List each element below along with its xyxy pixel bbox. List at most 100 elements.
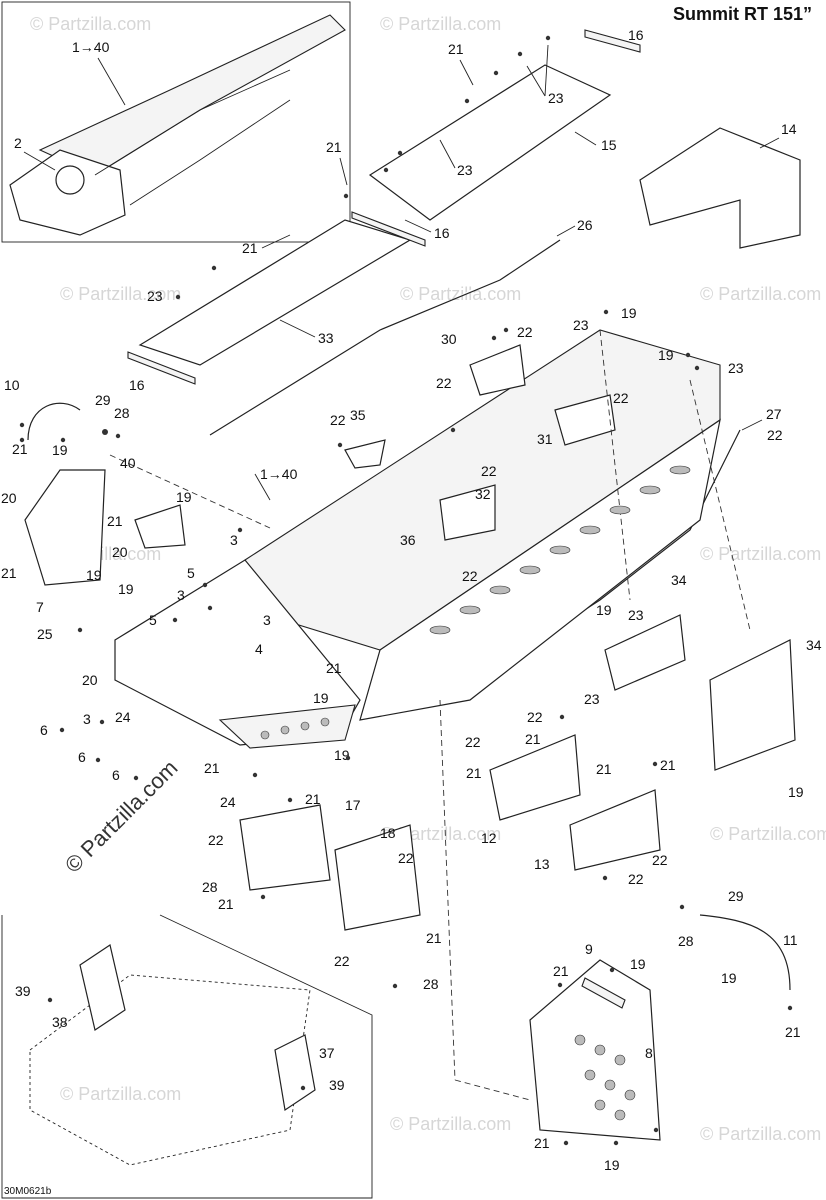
callout-label: 21 xyxy=(596,761,612,777)
callout-label: 23 xyxy=(147,288,163,304)
callout-label: 15 xyxy=(601,137,617,153)
callout-label: 25 xyxy=(37,626,53,642)
watermark-text: © Partzilla.com xyxy=(380,14,501,34)
bracket-13 xyxy=(569,789,661,871)
strip-16-low xyxy=(127,351,196,385)
callout-label: 22 xyxy=(330,412,346,428)
callout-label: 19 xyxy=(621,305,637,321)
callout-label: 21 xyxy=(326,660,342,676)
callout-label: 22 xyxy=(652,852,668,868)
callout-label: 16 xyxy=(129,377,145,393)
bracket-35 xyxy=(344,439,386,469)
strip-16-mid xyxy=(351,211,426,247)
callout-label: 34 xyxy=(671,572,687,588)
callout-label: 23 xyxy=(548,90,564,106)
callout-label: 27 xyxy=(766,406,782,422)
callout-label: 21 xyxy=(534,1135,550,1151)
callout-label: 22 xyxy=(481,463,497,479)
watermark-text: © Partzilla.com xyxy=(30,14,151,34)
watermark-text: © Partzilla.com xyxy=(390,1114,511,1134)
callout-label: 8 xyxy=(645,1045,653,1061)
handle-10 xyxy=(27,402,81,441)
frame-sketch xyxy=(29,944,316,1166)
bracket-18 xyxy=(334,824,421,931)
callout-label: 28 xyxy=(678,933,694,949)
watermark-text: © Partzilla.com xyxy=(700,544,821,564)
callout-label: 32 xyxy=(475,486,491,502)
callout-label: 39 xyxy=(15,983,31,999)
callout-label: 22 xyxy=(398,850,414,866)
callout-label: 21 xyxy=(242,240,258,256)
callout-label: 31 xyxy=(537,431,553,447)
cover-14 xyxy=(639,127,801,249)
bracket-20 xyxy=(134,504,186,549)
tunnel-plates xyxy=(127,29,801,385)
main-frame xyxy=(114,329,721,749)
callout-label: 16 xyxy=(434,225,450,241)
callout-label: 3 xyxy=(263,612,271,628)
callout-label: 14 xyxy=(781,121,797,137)
watermark-text: © Partzilla.com xyxy=(710,824,826,844)
bracket-17 xyxy=(239,804,331,891)
callout-label: 38 xyxy=(52,1014,68,1030)
callout-label: 1→40 xyxy=(260,466,298,482)
watermark-text: © Partzilla.com xyxy=(60,1084,181,1104)
callout-label: 24 xyxy=(220,794,236,810)
callout-label: 29 xyxy=(95,392,111,408)
callout-label: 22 xyxy=(527,709,543,725)
callout-label: 19 xyxy=(788,784,804,800)
watermark-text: © Partzilla.com xyxy=(60,284,181,304)
guide-lines xyxy=(109,329,751,1101)
callout-labels: 1→40 2 21 23 16 15 14 21 23 21 16 26 23 … xyxy=(1,27,822,1173)
callout-label: 22 xyxy=(462,568,478,584)
callout-label: 22 xyxy=(767,427,783,443)
callout-label: 17 xyxy=(345,797,361,813)
callout-label: 19 xyxy=(721,970,737,986)
callout-label: 36 xyxy=(400,532,416,548)
callout-label: 21 xyxy=(204,760,220,776)
callout-label: 22 xyxy=(465,734,481,750)
callout-label: 6 xyxy=(78,749,86,765)
bottom-inset-frame xyxy=(1,914,373,1199)
mount-38 xyxy=(79,944,126,1031)
callout-label: 20 xyxy=(1,490,17,506)
fasteners xyxy=(19,35,793,1146)
top-inset-frame xyxy=(1,1,351,243)
callout-label: 21 xyxy=(1,565,17,581)
bracket-36 xyxy=(439,484,496,541)
callout-label: 20 xyxy=(82,672,98,688)
callout-label: 19 xyxy=(313,690,329,706)
callout-label: 19 xyxy=(176,489,192,505)
callout-label: 22 xyxy=(436,375,452,391)
callout-label: 37 xyxy=(319,1045,335,1061)
callout-label: 16 xyxy=(628,27,644,43)
callout-label: 23 xyxy=(584,691,600,707)
callout-label: 35 xyxy=(350,407,366,423)
callout-label: 11 xyxy=(783,932,798,948)
diagram-title: Summit RT 151” xyxy=(672,4,812,24)
watermark-text: © Partzilla.com xyxy=(400,284,521,304)
callout-label: 22 xyxy=(208,832,224,848)
bracket-31 xyxy=(554,394,616,446)
callout-label: 19 xyxy=(334,747,350,763)
callout-label: 21 xyxy=(326,139,342,155)
callout-label: 7 xyxy=(36,599,44,615)
callout-label: 4 xyxy=(255,641,263,657)
callout-label: 40 xyxy=(120,455,136,471)
callout-label: 21 xyxy=(107,513,123,529)
front-skid-plate xyxy=(218,704,356,749)
callout-label: 21 xyxy=(218,896,234,912)
callout-label: 21 xyxy=(448,41,464,57)
plate-15 xyxy=(368,64,612,221)
callout-label: 19 xyxy=(604,1157,620,1173)
callout-label: 6 xyxy=(112,767,120,783)
callout-label: 3 xyxy=(230,532,238,548)
bracket-34b xyxy=(709,639,796,771)
bar-9 xyxy=(581,977,626,1009)
callout-label: 21 xyxy=(660,757,676,773)
callout-label: 22 xyxy=(517,324,533,340)
callout-label: 21 xyxy=(553,963,569,979)
callout-label: 22 xyxy=(613,390,629,406)
callout-label: 21 xyxy=(525,731,541,747)
